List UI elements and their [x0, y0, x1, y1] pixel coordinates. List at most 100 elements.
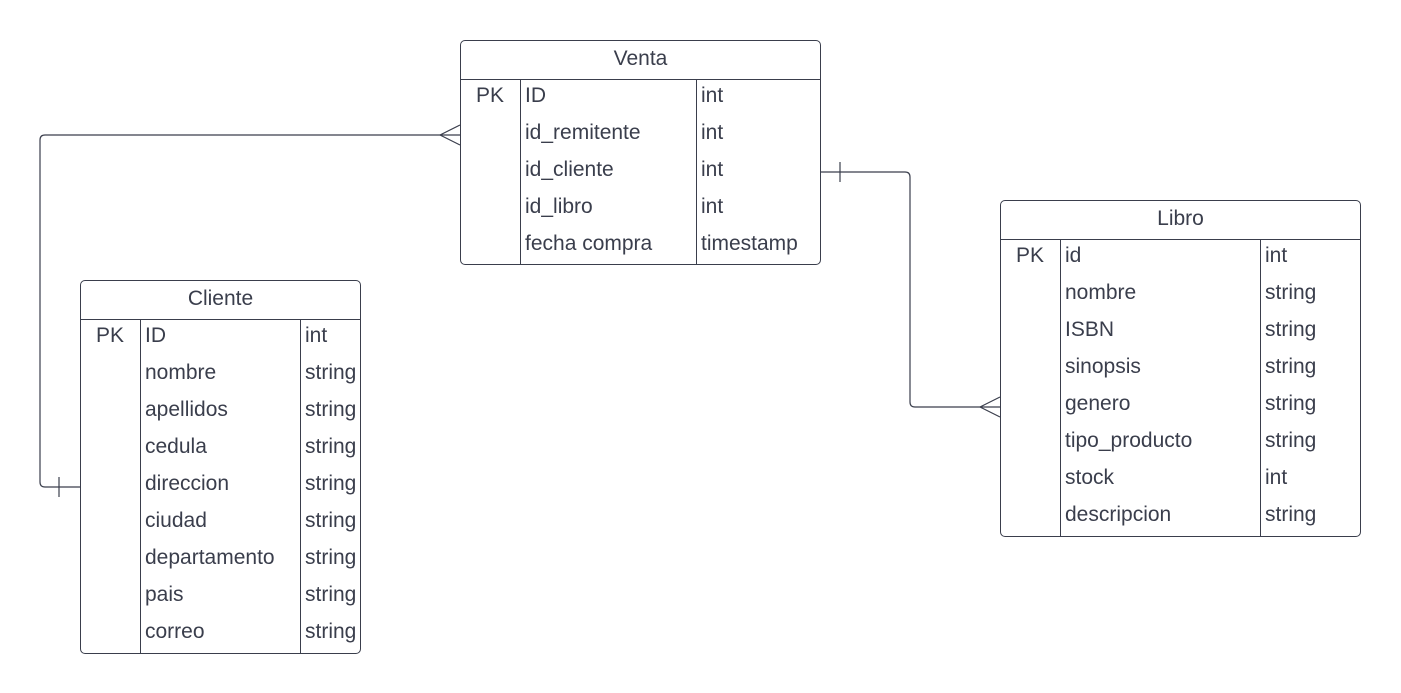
field-name-cell: ID	[141, 320, 301, 357]
field-name-cell: tipo_producto	[1061, 425, 1261, 462]
field-type-cell: int	[701, 158, 724, 181]
entity-title: Cliente	[81, 281, 360, 320]
key-cell	[81, 542, 141, 579]
field-type-cell: string	[305, 509, 357, 532]
field-type-cell: string	[305, 361, 357, 384]
key-cell	[1001, 314, 1061, 351]
field-type-cell: string	[305, 472, 357, 495]
connector-cliente-venta[interactable]	[39, 124, 461, 497]
field-type-cell: string	[1265, 355, 1317, 378]
field-name-cell: ID	[521, 80, 697, 117]
key-cell: PK	[1001, 240, 1061, 277]
field-name-cell: genero	[1061, 388, 1261, 425]
field-name-cell: stock	[1061, 462, 1261, 499]
key-cell	[1001, 462, 1061, 499]
many-marker	[439, 124, 461, 146]
field-type-cell: string	[305, 620, 357, 643]
field-name-cell: fecha compra	[521, 228, 697, 264]
field-type-cell: string	[305, 398, 357, 421]
field-name-cell: nombre	[1061, 277, 1261, 314]
key-cell	[461, 228, 521, 264]
field-type-cell: int	[701, 84, 724, 107]
field-name-cell: direccion	[141, 468, 301, 505]
field-name-cell: pais	[141, 579, 301, 616]
key-cell	[461, 117, 521, 154]
key-cell	[81, 505, 141, 542]
field-name-cell: correo	[141, 616, 301, 653]
field-type-cell: timestamp	[701, 232, 798, 255]
field-type-cell: string	[305, 546, 357, 569]
field-name-cell: id	[1061, 240, 1261, 277]
field-type-cell: int	[1265, 466, 1288, 489]
field-name-cell: departamento	[141, 542, 301, 579]
key-cell	[1001, 499, 1061, 536]
field-name-cell: cedula	[141, 431, 301, 468]
connector-venta-libro[interactable]	[820, 162, 1001, 418]
field-name-cell: apellidos	[141, 394, 301, 431]
field-type-cell: int	[701, 121, 724, 144]
many-marker	[979, 396, 1001, 418]
field-name-cell: id_libro	[521, 191, 697, 228]
key-cell	[461, 191, 521, 228]
field-name-cell: id_cliente	[521, 154, 697, 191]
field-type-cell: int	[701, 195, 724, 218]
key-cell	[81, 579, 141, 616]
key-cell: PK	[461, 80, 521, 117]
key-cell	[1001, 425, 1061, 462]
connector-line	[39, 134, 460, 488]
field-name-cell: nombre	[141, 357, 301, 394]
field-type-cell: string	[305, 435, 357, 458]
connector-line	[820, 171, 1000, 408]
field-type-cell: string	[1265, 281, 1317, 304]
key-cell	[81, 394, 141, 431]
field-type-cell: int	[1265, 244, 1288, 267]
field-name-cell: ciudad	[141, 505, 301, 542]
key-cell: PK	[81, 320, 141, 357]
field-type-cell: string	[1265, 392, 1317, 415]
key-cell	[81, 616, 141, 653]
key-cell	[1001, 388, 1061, 425]
field-type-cell: string	[1265, 429, 1317, 452]
field-name-cell: ISBN	[1061, 314, 1261, 351]
key-cell	[81, 468, 141, 505]
field-name-cell: sinopsis	[1061, 351, 1261, 388]
field-type-cell: string	[305, 583, 357, 606]
field-name-cell: id_remitente	[521, 117, 697, 154]
key-cell	[81, 431, 141, 468]
entity-title: Libro	[1001, 201, 1360, 240]
entity-title: Venta	[461, 41, 820, 80]
key-cell	[81, 357, 141, 394]
field-type-cell: string	[1265, 318, 1317, 341]
field-name-cell: descripcion	[1061, 499, 1261, 536]
key-cell	[1001, 351, 1061, 388]
